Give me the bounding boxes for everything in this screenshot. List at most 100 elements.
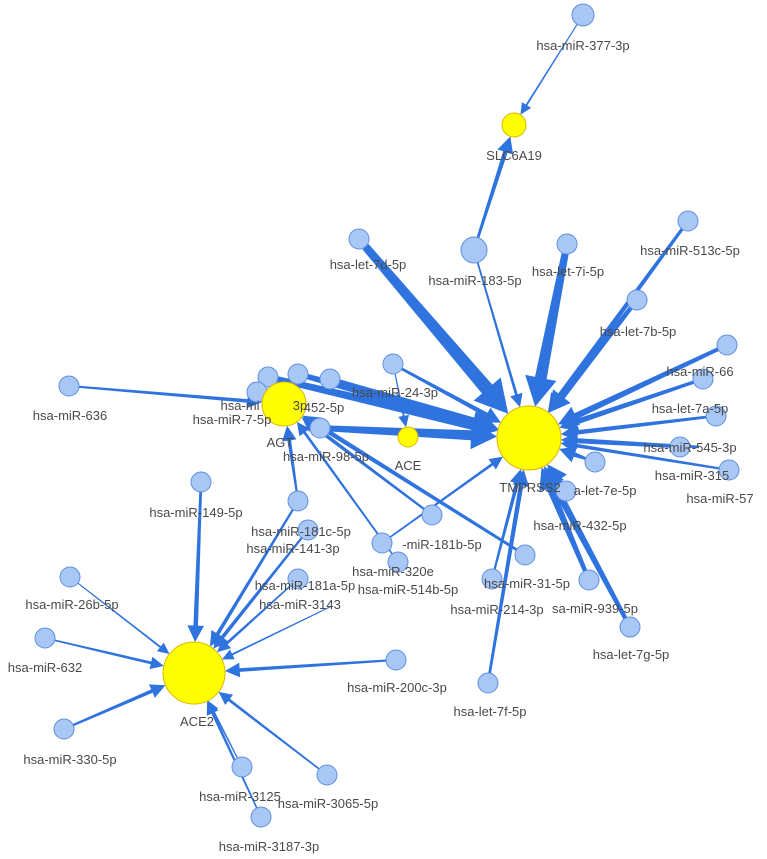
edge-m320e-to-TMPRSS2 <box>389 456 503 538</box>
mirna-node-m432[interactable] <box>555 480 577 502</box>
mirna-node-m181c[interactable] <box>287 490 309 512</box>
edge-m939-to-TMPRSS2 <box>539 467 588 572</box>
edge-m3143-to-ACE2 <box>221 605 332 660</box>
mirna-node-m57[interactable] <box>718 459 740 481</box>
mirna-node-m24[interactable] <box>382 353 404 375</box>
mirna-node-m545[interactable] <box>669 436 691 458</box>
mirna-label-m377: hsa-miR-377-3p <box>536 38 629 53</box>
edge-m31-to-AGT <box>302 415 518 551</box>
mirna-node-m452[interactable] <box>319 368 341 390</box>
mirna-node-m330[interactable] <box>53 718 75 740</box>
mirna-node-m181a[interactable] <box>287 568 309 590</box>
edge-m57-to-TMPRSS2 <box>560 438 720 470</box>
edge-m183-to-TMPRSS2 <box>476 262 523 408</box>
mirna-node-let7g[interactable] <box>619 616 641 638</box>
gene-node-TMPRSS2[interactable] <box>496 405 562 471</box>
node-layer <box>34 3 740 828</box>
edge-m181c-to-AGT <box>282 425 298 492</box>
edge-let7a-to-TMPRSS2 <box>560 415 707 441</box>
mirna-label-let7d: hsa-let-7d-5p <box>330 257 407 272</box>
mirna-label-m181a: hsa-miR-181a-5p <box>255 578 355 593</box>
mirna-label-m636: hsa-miR-636 <box>33 408 107 423</box>
mirna-node-let7a[interactable] <box>705 405 727 427</box>
edge-m181c-to-ACE2 <box>210 509 294 647</box>
edge-m141-to-ACE2 <box>213 537 303 649</box>
mirna-label-m98: hsa-miR-98-5p <box>283 449 369 464</box>
edge-m214-to-TMPRSS2 <box>493 469 525 570</box>
mirna-label-let7f: hsa-let-7f-5p <box>454 704 527 719</box>
mirna-label-m66: hsa-miR-66 <box>666 364 733 379</box>
mirna-label-m315: hsa-miR-315 <box>655 468 729 483</box>
mirna-node-let7b[interactable] <box>626 289 648 311</box>
mirna-node-m939[interactable] <box>578 569 600 591</box>
gene-label-SLC6A19: SLC6A19 <box>486 148 542 163</box>
mirna-node-m513c[interactable] <box>677 210 699 232</box>
mirna-node-m3065[interactable] <box>316 764 338 786</box>
mirna-node-let7d[interactable] <box>348 228 370 250</box>
edge-m377-to-SLC6A19 <box>520 24 578 115</box>
gene-node-ACE2[interactable] <box>162 641 226 705</box>
mirna-label-m181b: -miR-181b-5p <box>402 537 481 552</box>
mirna-label-m330: hsa-miR-330-5p <box>23 752 116 767</box>
gene-label-AGT: AGT <box>267 435 294 450</box>
mirna-node-m514b[interactable] <box>387 551 409 573</box>
edge-let7g-to-TMPRSS2 <box>544 466 628 620</box>
edge-m636-to-AGT <box>78 385 263 409</box>
mirna-node-let7f[interactable] <box>477 672 499 694</box>
gene-label-TMPRSS2: TMPRSS2 <box>499 480 560 495</box>
edge-m330-to-ACE2 <box>72 684 166 727</box>
mirna-label-m26b: hsa-miR-26b-5p <box>25 597 118 612</box>
gene-node-SLC6A19[interactable] <box>501 112 527 138</box>
edge-m3p-to-TMPRSS2 <box>306 374 499 436</box>
mirna-node-m320e[interactable] <box>371 532 393 554</box>
mirna-label-m149: hsa-miR-149-5p <box>149 505 242 520</box>
mirna-label-m141: hsa-miR-141-3p <box>246 541 339 556</box>
mirna-label-m632: hsa-miR-632 <box>8 660 82 675</box>
mirna-node-m26b[interactable] <box>59 566 81 588</box>
mirna-node-m214[interactable] <box>481 568 503 590</box>
mirna-node-m3125[interactable] <box>231 756 253 778</box>
mirna-label-m200c: hsa-miR-200c-3p <box>347 680 447 695</box>
mirna-label-m3125: hsa-miR-3125 <box>199 789 281 804</box>
mirna-label-m57: hsa-miR-57 <box>686 491 753 506</box>
edge-m149-to-ACE2 <box>187 491 204 642</box>
edge-let7i-to-TMPRSS2 <box>525 253 569 407</box>
mirna-node-m141[interactable] <box>297 519 319 541</box>
mirna-node-m66[interactable] <box>716 334 738 356</box>
mirna-node-m377[interactable] <box>571 3 595 27</box>
edge-m24-to-ACE <box>394 373 409 428</box>
mirna-label-m432: hsa-miR-432-5p <box>533 518 626 533</box>
gene-node-AGT[interactable] <box>261 381 307 427</box>
label-layer: hsa-miR-377-3p hsa-let-7d-5p hsa-miR-183-5… <box>8 38 754 854</box>
mirna-label-m513c: hsa-miR-513c-5p <box>640 243 740 258</box>
mirna-node-m98[interactable] <box>309 417 331 439</box>
edge-m632-to-ACE2 <box>54 639 164 670</box>
mirna-label-m75: hsa-miR-7-5p <box>193 412 272 427</box>
edge-m24-to-TMPRSS2 <box>401 367 501 423</box>
mirna-node-m632[interactable] <box>34 627 56 649</box>
mirna-node-m66b[interactable] <box>692 368 714 390</box>
mirna-node-m3187[interactable] <box>250 806 272 828</box>
mirna-label-m3143: hsa-miR-3143 <box>259 597 341 612</box>
mirna-node-mxp[interactable] <box>257 366 279 388</box>
mirna-node-m200c[interactable] <box>385 649 407 671</box>
mirna-label-m452: 452-5p <box>304 400 344 415</box>
mirna-label-m214: hsa-miR-214-3p <box>450 602 543 617</box>
edge-m183-to-SLC6A19 <box>476 136 514 238</box>
mirna-node-let7i[interactable] <box>556 233 578 255</box>
mirna-node-m31[interactable] <box>514 544 536 566</box>
mirna-node-m183[interactable] <box>460 236 488 264</box>
gene-label-ACE: ACE <box>395 458 422 473</box>
mirna-label-m3065: hsa-miR-3065-5p <box>278 796 378 811</box>
edge-let7d-to-TMPRSS2 <box>362 244 509 414</box>
mirna-node-m149[interactable] <box>190 471 212 493</box>
mirna-label-m183: hsa-miR-183-5p <box>428 273 521 288</box>
mirna-label-mxp: hsa-mi <box>220 398 259 413</box>
mirna-node-let7e[interactable] <box>584 451 606 473</box>
edge-m66-to-TMPRSS2 <box>558 347 719 426</box>
gene-node-ACE[interactable] <box>397 426 419 448</box>
mirna-node-m636[interactable] <box>58 375 80 397</box>
mirna-node-m181b[interactable] <box>421 504 443 526</box>
mirna-node-m3p[interactable] <box>287 363 309 385</box>
